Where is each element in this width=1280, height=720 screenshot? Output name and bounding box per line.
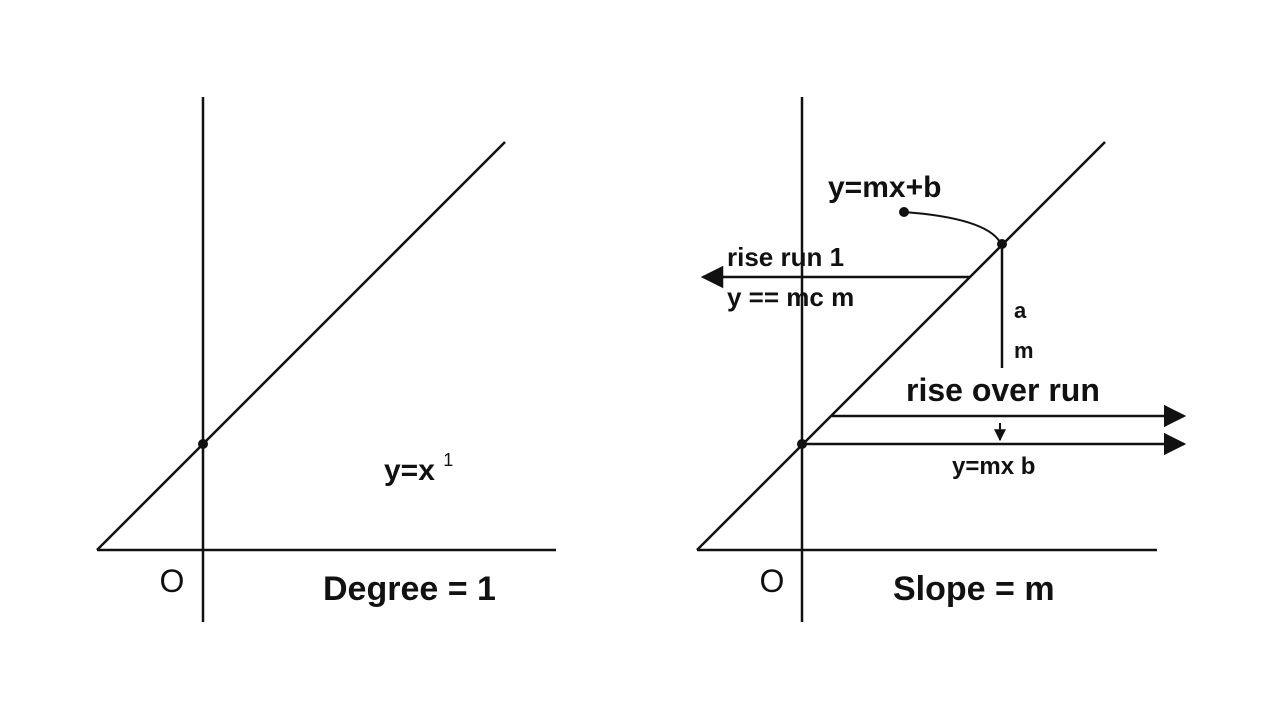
left-caption: Degree = 1 [323, 570, 496, 608]
left-linear-line [96, 141, 506, 551]
vertical-label-a: a [1014, 298, 1027, 323]
left-origin-label: O [160, 563, 185, 599]
left-intercept-point [198, 439, 208, 449]
left-equation-base: y=x [384, 454, 435, 487]
rise-run-label: rise run 1 [727, 242, 844, 272]
left-equation: y=x 1 [384, 450, 453, 487]
left-equation-exponent: 1 [443, 450, 453, 470]
right-caption: Slope = m [893, 570, 1055, 608]
label-connector-curve [903, 211, 1001, 243]
rise-run-equation: y == mc m [727, 282, 854, 312]
right-linear-line [696, 141, 1106, 551]
rise-over-run-label: rise over run [906, 372, 1100, 408]
bottom-equation: y=mx b [952, 453, 1035, 480]
right-panel: y=mx+b rise run 1 y == mc m a m rise ove… [696, 97, 1187, 622]
vertical-label-m: m [1014, 338, 1034, 363]
left-panel: O y=x 1 Degree = 1 [96, 97, 556, 622]
right-equation-top: y=mx+b [828, 171, 941, 204]
right-origin-label: O [760, 563, 785, 599]
